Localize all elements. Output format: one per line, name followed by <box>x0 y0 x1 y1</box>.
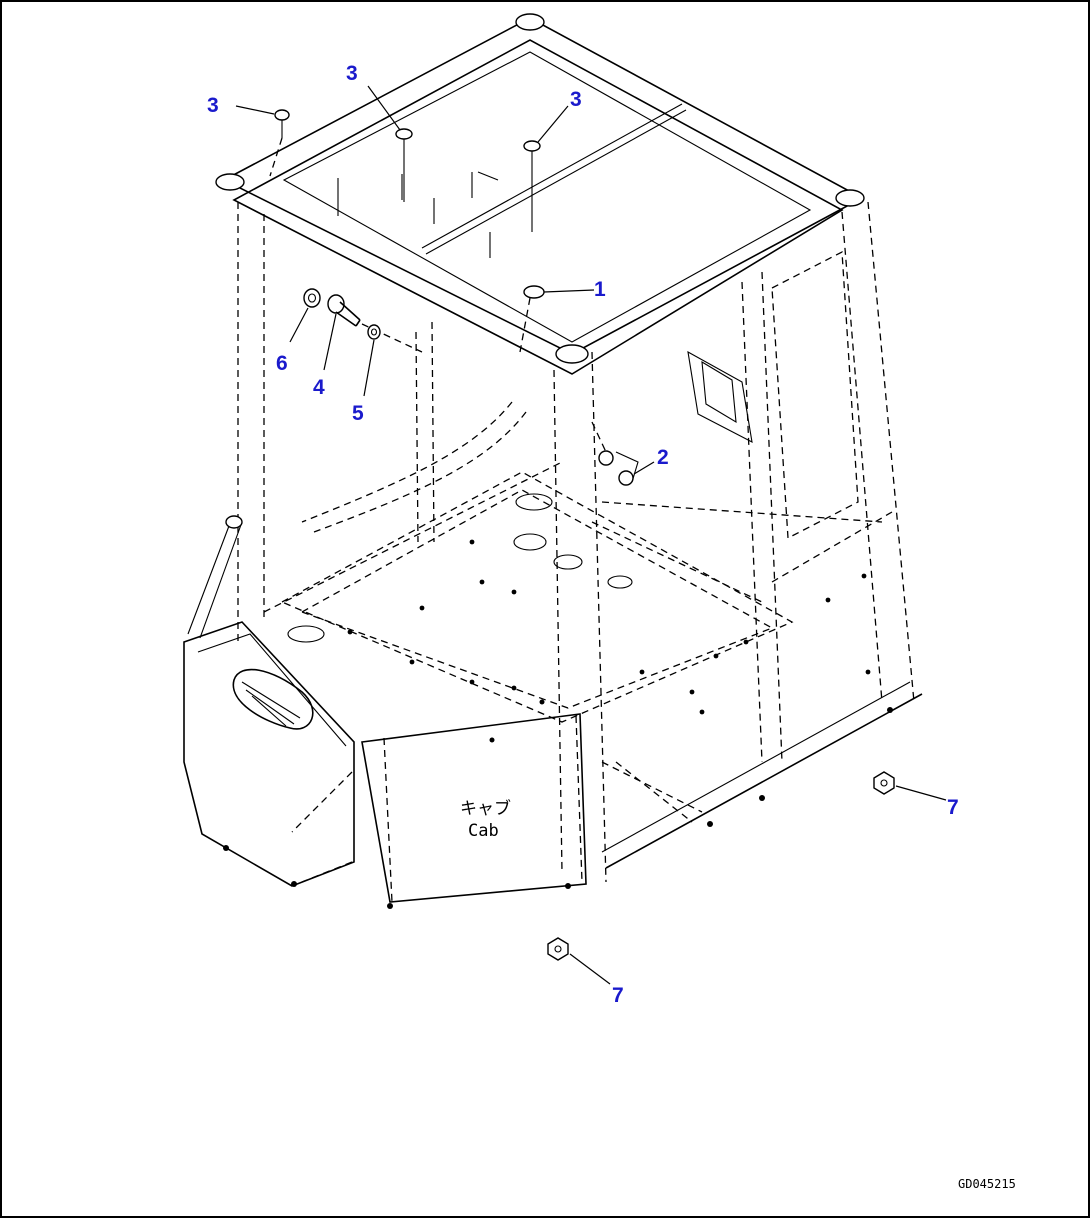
callout-5: 5 <box>352 402 364 425</box>
cab-label-en: Cab <box>468 821 499 841</box>
cab-posts <box>237 201 915 883</box>
cab-lower-body <box>183 515 923 909</box>
callout-7-right: 7 <box>947 796 959 819</box>
cab-label-jp: キャブ <box>460 798 511 819</box>
callout-4: 4 <box>313 376 325 399</box>
part-2-plugs <box>591 421 639 486</box>
part-5-washer <box>367 324 381 340</box>
callout-1: 1 <box>594 278 606 301</box>
part-6-washer <box>303 288 321 308</box>
callout-6: 6 <box>276 352 288 375</box>
drawing-code: GD045215 <box>958 1177 1016 1191</box>
leader-lines <box>235 85 947 985</box>
callout-numbers: 1 2 3 3 3 4 5 6 7 7 <box>207 62 959 1007</box>
callout-3-right: 3 <box>570 88 582 111</box>
cab-floor <box>280 471 871 723</box>
callout-2: 2 <box>657 446 669 469</box>
callout-7-bottom: 7 <box>612 984 624 1007</box>
part-3-bolts <box>269 109 541 232</box>
part-4-bolt <box>327 294 423 353</box>
callout-3-left: 3 <box>207 94 219 117</box>
roof-frame <box>215 13 865 375</box>
callout-3-middle: 3 <box>346 62 358 85</box>
part-7-nuts <box>547 771 895 961</box>
